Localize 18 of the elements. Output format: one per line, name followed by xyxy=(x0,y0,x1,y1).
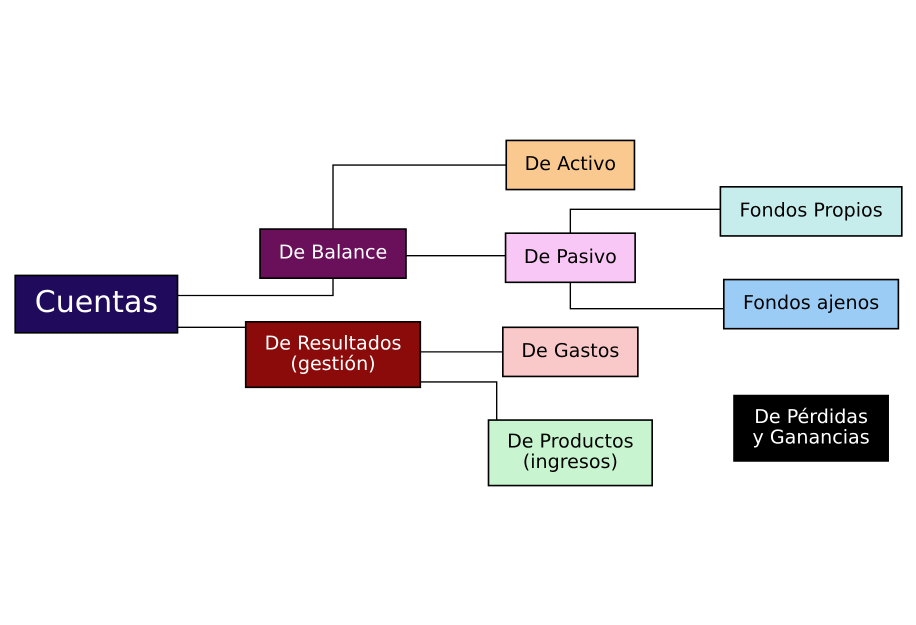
node-box: De Productos (ingresos) xyxy=(487,418,652,486)
node-box: De Pasivo xyxy=(504,232,636,283)
node-box: Fondos ajenos xyxy=(722,278,899,329)
node-box: De Gastos xyxy=(502,326,638,377)
node-box: De Activo xyxy=(504,139,635,190)
connector xyxy=(420,380,497,420)
connector xyxy=(569,282,723,309)
node-box: Fondos Propios xyxy=(719,186,902,236)
node-box: De Resultados (gestión) xyxy=(244,320,421,388)
connector xyxy=(569,208,720,232)
node-box: De Pérdidas y Ganancias xyxy=(732,394,888,462)
node-box: Cuentas xyxy=(14,274,178,334)
node-box: De Balance xyxy=(258,228,406,279)
connector xyxy=(177,326,245,328)
connector xyxy=(177,278,334,296)
connector xyxy=(332,164,506,228)
connector xyxy=(420,350,502,352)
connector xyxy=(406,254,505,256)
